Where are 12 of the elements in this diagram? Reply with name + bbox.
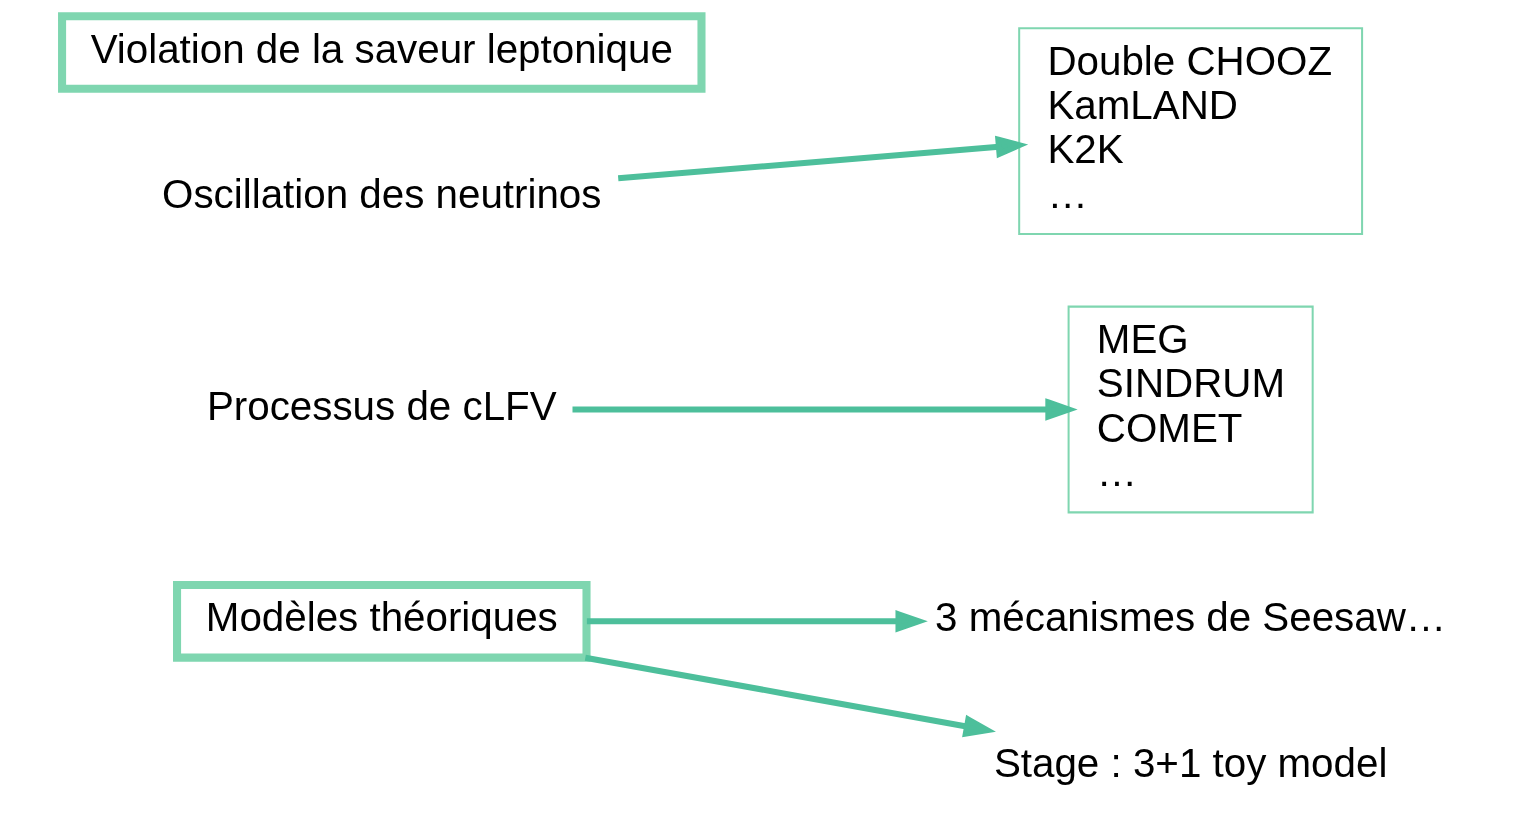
node-text: Oscillation des neutrinos [162, 170, 602, 217]
node-box: Double CHOOZ KamLAND K2K … [1018, 27, 1364, 235]
arrow [617, 135, 1029, 182]
node-text: Stage : 3+1 toy model [993, 739, 1388, 786]
arrow [586, 609, 928, 633]
arrow [584, 654, 996, 738]
node-text: Processus de cLFV [206, 382, 557, 429]
node-box: Modèles théoriques [173, 580, 591, 662]
node-box: Violation de la saveur leptonique [58, 12, 706, 93]
arrow [572, 398, 1078, 421]
node-box: MEG SINDRUM COMET … [1067, 305, 1314, 514]
node-text: 3 mécanismes de Seesaw… [935, 594, 1447, 641]
